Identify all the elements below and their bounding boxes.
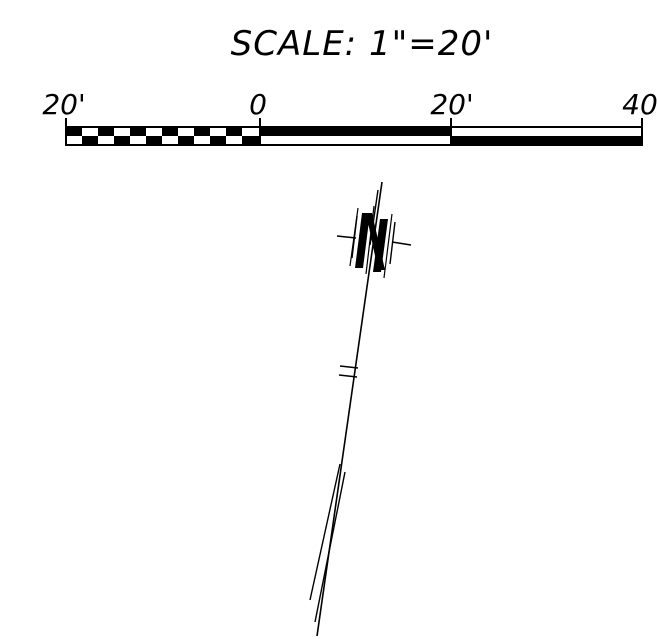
scale-label-left-20: 20' [42,88,85,121]
scale-bar-checker-segment [65,126,261,146]
shaft-tick-2 [338,374,358,378]
tail-parallel-line-1 [309,463,341,601]
tail-parallel-line-2 [314,471,346,623]
scale-label-zero: 0 [249,88,267,121]
north-letter-glyph [349,205,393,279]
north-arrow-shaft [316,181,383,637]
north-crosshair-right [391,241,412,246]
scale-title: SCALE: 1"=20' [231,24,494,64]
scale-label-right-20: 20' [430,88,473,121]
graphic-scale-bar [65,118,643,146]
scale-label-40: 40 [622,88,657,121]
north-crosshair-left [336,235,357,239]
north-arrow: N [309,181,412,637]
scale-bar-segment-0-20 [259,126,452,146]
shaft-tick-1 [339,365,359,369]
north-crosshair-bracket-right [389,221,396,265]
scale-bar-segment-20-40 [450,126,643,146]
